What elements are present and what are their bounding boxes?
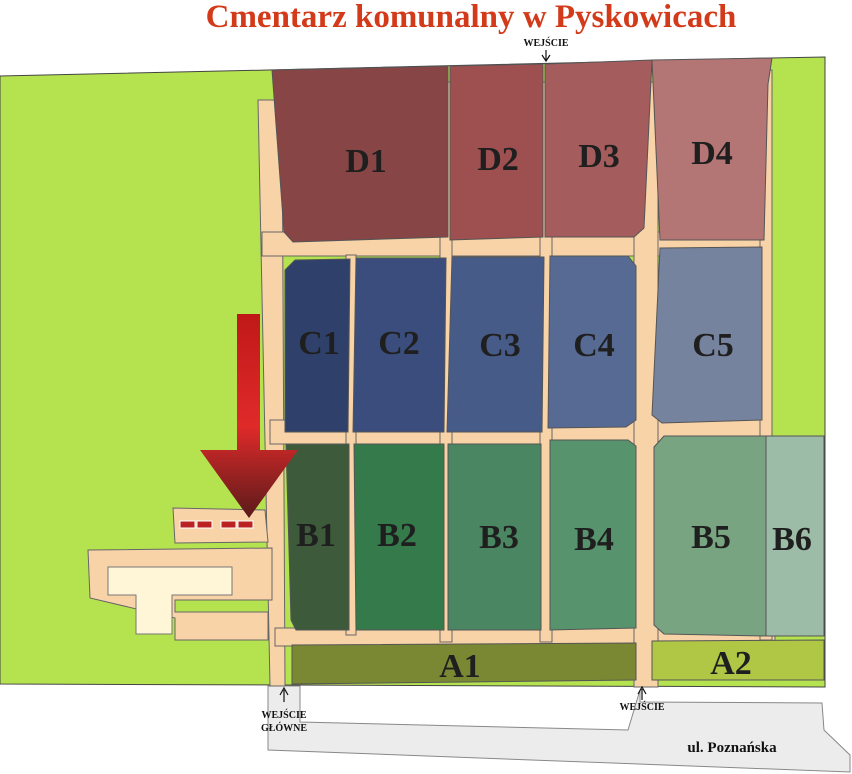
label-D4: D4 bbox=[691, 135, 733, 172]
label-C3: C3 bbox=[479, 327, 521, 364]
section-B1[interactable] bbox=[285, 443, 350, 631]
label-C1: C1 bbox=[298, 325, 340, 362]
label-C2: C2 bbox=[378, 325, 420, 362]
section-C5[interactable] bbox=[651, 246, 763, 424]
entrance-top: WEJŚCIE bbox=[523, 37, 569, 63]
street-label: ul. Poznańska bbox=[687, 740, 777, 756]
map-title: Cmentarz komunalny w Pyskowicach bbox=[206, 0, 737, 35]
label-B3: B3 bbox=[479, 519, 519, 556]
label-D3: D3 bbox=[578, 138, 620, 175]
section-A1[interactable] bbox=[291, 642, 637, 685]
parking-spaces bbox=[179, 520, 254, 529]
street-area bbox=[267, 685, 851, 773]
label-D2: D2 bbox=[477, 141, 519, 178]
section-C2[interactable] bbox=[352, 257, 447, 433]
label-A2: A2 bbox=[710, 645, 752, 682]
arrow-down-icon bbox=[541, 50, 551, 63]
section-labels: D1 D2 D3 D4 C1 C2 C3 C4 C5 B1 B2 B3 B4 B… bbox=[296, 135, 812, 685]
chapel-building bbox=[107, 566, 233, 635]
label-D1: D1 bbox=[345, 143, 387, 180]
label-A1: A1 bbox=[439, 648, 481, 685]
label-C5: C5 bbox=[692, 327, 734, 364]
label-B2: B2 bbox=[377, 517, 417, 554]
section-B6[interactable] bbox=[765, 435, 825, 637]
section-B3[interactable] bbox=[447, 443, 542, 631]
sections-c bbox=[284, 246, 763, 433]
sections-b bbox=[285, 435, 825, 637]
label-B1: B1 bbox=[296, 517, 336, 554]
label-B4: B4 bbox=[574, 521, 614, 558]
arrow-up-icon bbox=[279, 686, 289, 702]
label-C4: C4 bbox=[573, 327, 615, 364]
section-D3[interactable] bbox=[544, 59, 653, 238]
section-B2[interactable] bbox=[353, 443, 445, 631]
section-D1[interactable] bbox=[271, 65, 449, 243]
label-B6: B6 bbox=[772, 521, 812, 558]
section-C3[interactable] bbox=[446, 256, 545, 433]
section-A2[interactable] bbox=[651, 639, 825, 681]
sections-a bbox=[291, 639, 825, 685]
entrance-main-label-1: WEJŚCIE bbox=[261, 709, 306, 721]
arrow-up-icon bbox=[637, 685, 647, 700]
section-C4[interactable] bbox=[547, 255, 637, 429]
entrance-top-label: WEJŚCIE bbox=[523, 37, 568, 49]
section-C1[interactable] bbox=[284, 258, 351, 433]
entrance-main-label-2: GŁÓWNE bbox=[261, 722, 307, 734]
pointer-arrow-icon bbox=[200, 314, 298, 518]
section-B4[interactable] bbox=[549, 439, 637, 631]
entrance-main: WEJŚCIE GŁÓWNE bbox=[261, 686, 307, 734]
section-D2[interactable] bbox=[449, 63, 544, 241]
entrance-bottom: WEJŚCIE bbox=[619, 685, 665, 713]
section-D4[interactable] bbox=[651, 57, 773, 241]
sections-d bbox=[271, 57, 773, 243]
label-B5: B5 bbox=[691, 519, 731, 556]
entrance-bottom-label: WEJŚCIE bbox=[619, 701, 664, 713]
